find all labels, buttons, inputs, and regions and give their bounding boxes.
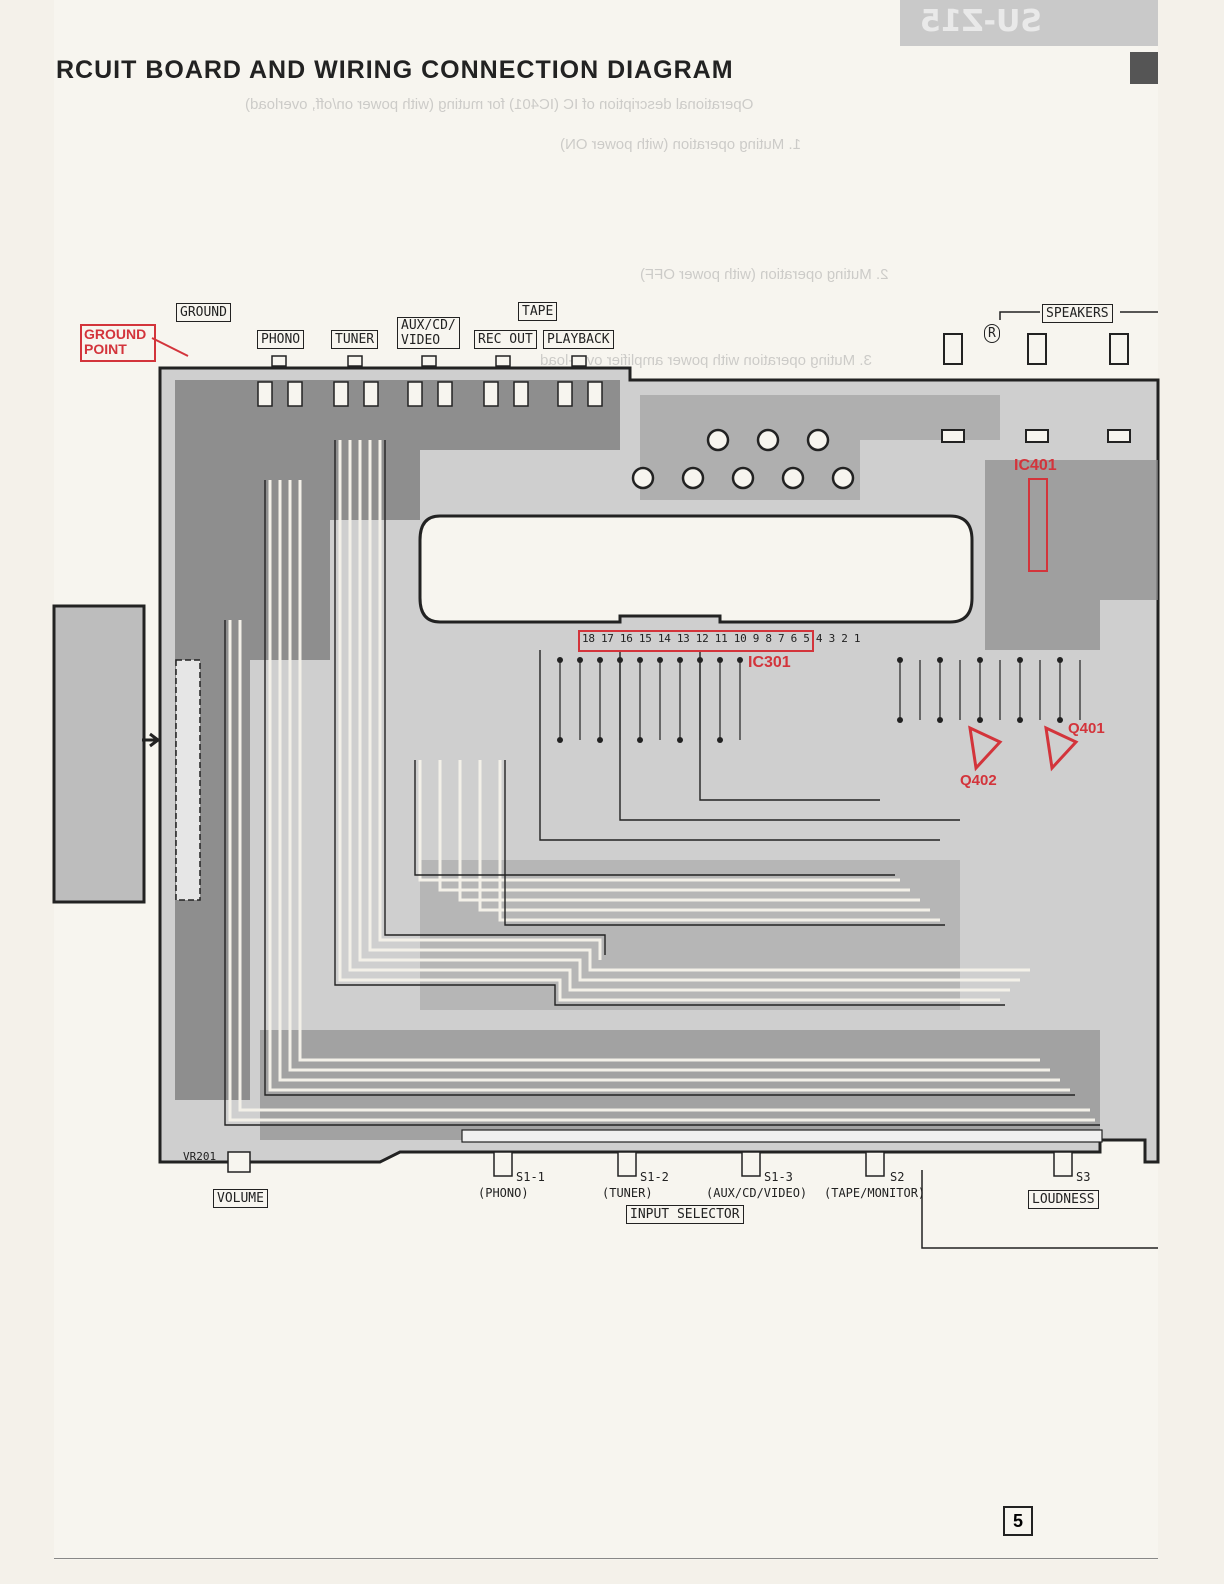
s1-2-name: (TUNER): [602, 1186, 653, 1200]
speaker-r-label: R: [984, 324, 1000, 343]
copper-area: [260, 1030, 1100, 1140]
ic301-pin-numbers: 18 17 16 15 14 13 12 11 10 9 8 7 6 5 4 3…: [582, 632, 861, 645]
ground-point-box: [80, 324, 156, 362]
switch-bodies: [227, 1151, 1073, 1177]
bottom-rule: [54, 1558, 1158, 1559]
q401-outline: [1044, 725, 1079, 772]
q401-label: Q401: [1068, 720, 1105, 737]
s1-1-label: S1-1: [516, 1170, 545, 1184]
copper-area: [420, 860, 960, 1010]
ic401-label: IC401: [1014, 457, 1057, 474]
page-title: RCUIT BOARD AND WIRING CONNECTION DIAGRA…: [56, 56, 734, 84]
component-column: [559, 660, 1081, 740]
mounting-holes: [631, 428, 855, 490]
external-wire: [921, 1170, 1158, 1249]
s3-label: S3: [1076, 1170, 1091, 1184]
s1-3-name: (AUX/CD/VIDEO): [706, 1186, 808, 1200]
rec-out-label: REC OUT: [474, 330, 537, 349]
phono-jack-label: PHONO: [257, 330, 305, 349]
playback-label: PLAYBACK: [543, 330, 614, 349]
ground-leader: [151, 337, 189, 357]
ground-point-label: GROUND POINT: [84, 326, 147, 357]
s1-2-label: S1-2: [640, 1170, 669, 1184]
left-connector-board: [52, 604, 146, 904]
board-cutout: [418, 514, 974, 624]
s2-name: (TAPE/MONITOR): [824, 1186, 926, 1200]
tuner-jack-label: TUNER: [331, 330, 379, 349]
tape-label: TAPE: [518, 302, 558, 321]
section-marker: [1130, 52, 1158, 84]
rca-jacks: [257, 355, 603, 407]
left-connector-socket: [175, 659, 201, 901]
vr201-label: VR201: [183, 1150, 217, 1163]
input-selector-label: INPUT SELECTOR: [626, 1205, 744, 1224]
ic401-outline: [1028, 478, 1048, 572]
s1-1-name: (PHONO): [478, 1186, 529, 1200]
aux-jack-label: AUX/CD/ VIDEO: [397, 317, 460, 349]
speaker-bracket: [999, 311, 1158, 320]
trace-outline: [224, 440, 1100, 1126]
speakers-label: SPEAKERS: [1042, 304, 1113, 323]
q402-label: Q402: [960, 772, 997, 789]
ic301-pin-box: [578, 630, 814, 652]
trace-bus: [228, 440, 1095, 1122]
ic301-label: IC301: [748, 654, 791, 671]
s1-3-label: S1-3: [764, 1170, 793, 1184]
ground-terminal-label: GROUND: [176, 303, 231, 322]
speaker-terminals: [941, 333, 1131, 443]
s2-label: S2: [890, 1170, 905, 1184]
volume-label: VOLUME: [213, 1189, 268, 1208]
page-number: 5: [1003, 1506, 1033, 1536]
switch-bar: [461, 1129, 1103, 1143]
model-tab: SU-Z15: [900, 0, 1158, 46]
copper-area: [175, 380, 620, 1100]
connector-arrow: [142, 732, 161, 748]
q402-outline: [968, 725, 1003, 772]
loudness-label: LOUDNESS: [1028, 1190, 1099, 1209]
solder-pads: [557, 657, 1063, 743]
